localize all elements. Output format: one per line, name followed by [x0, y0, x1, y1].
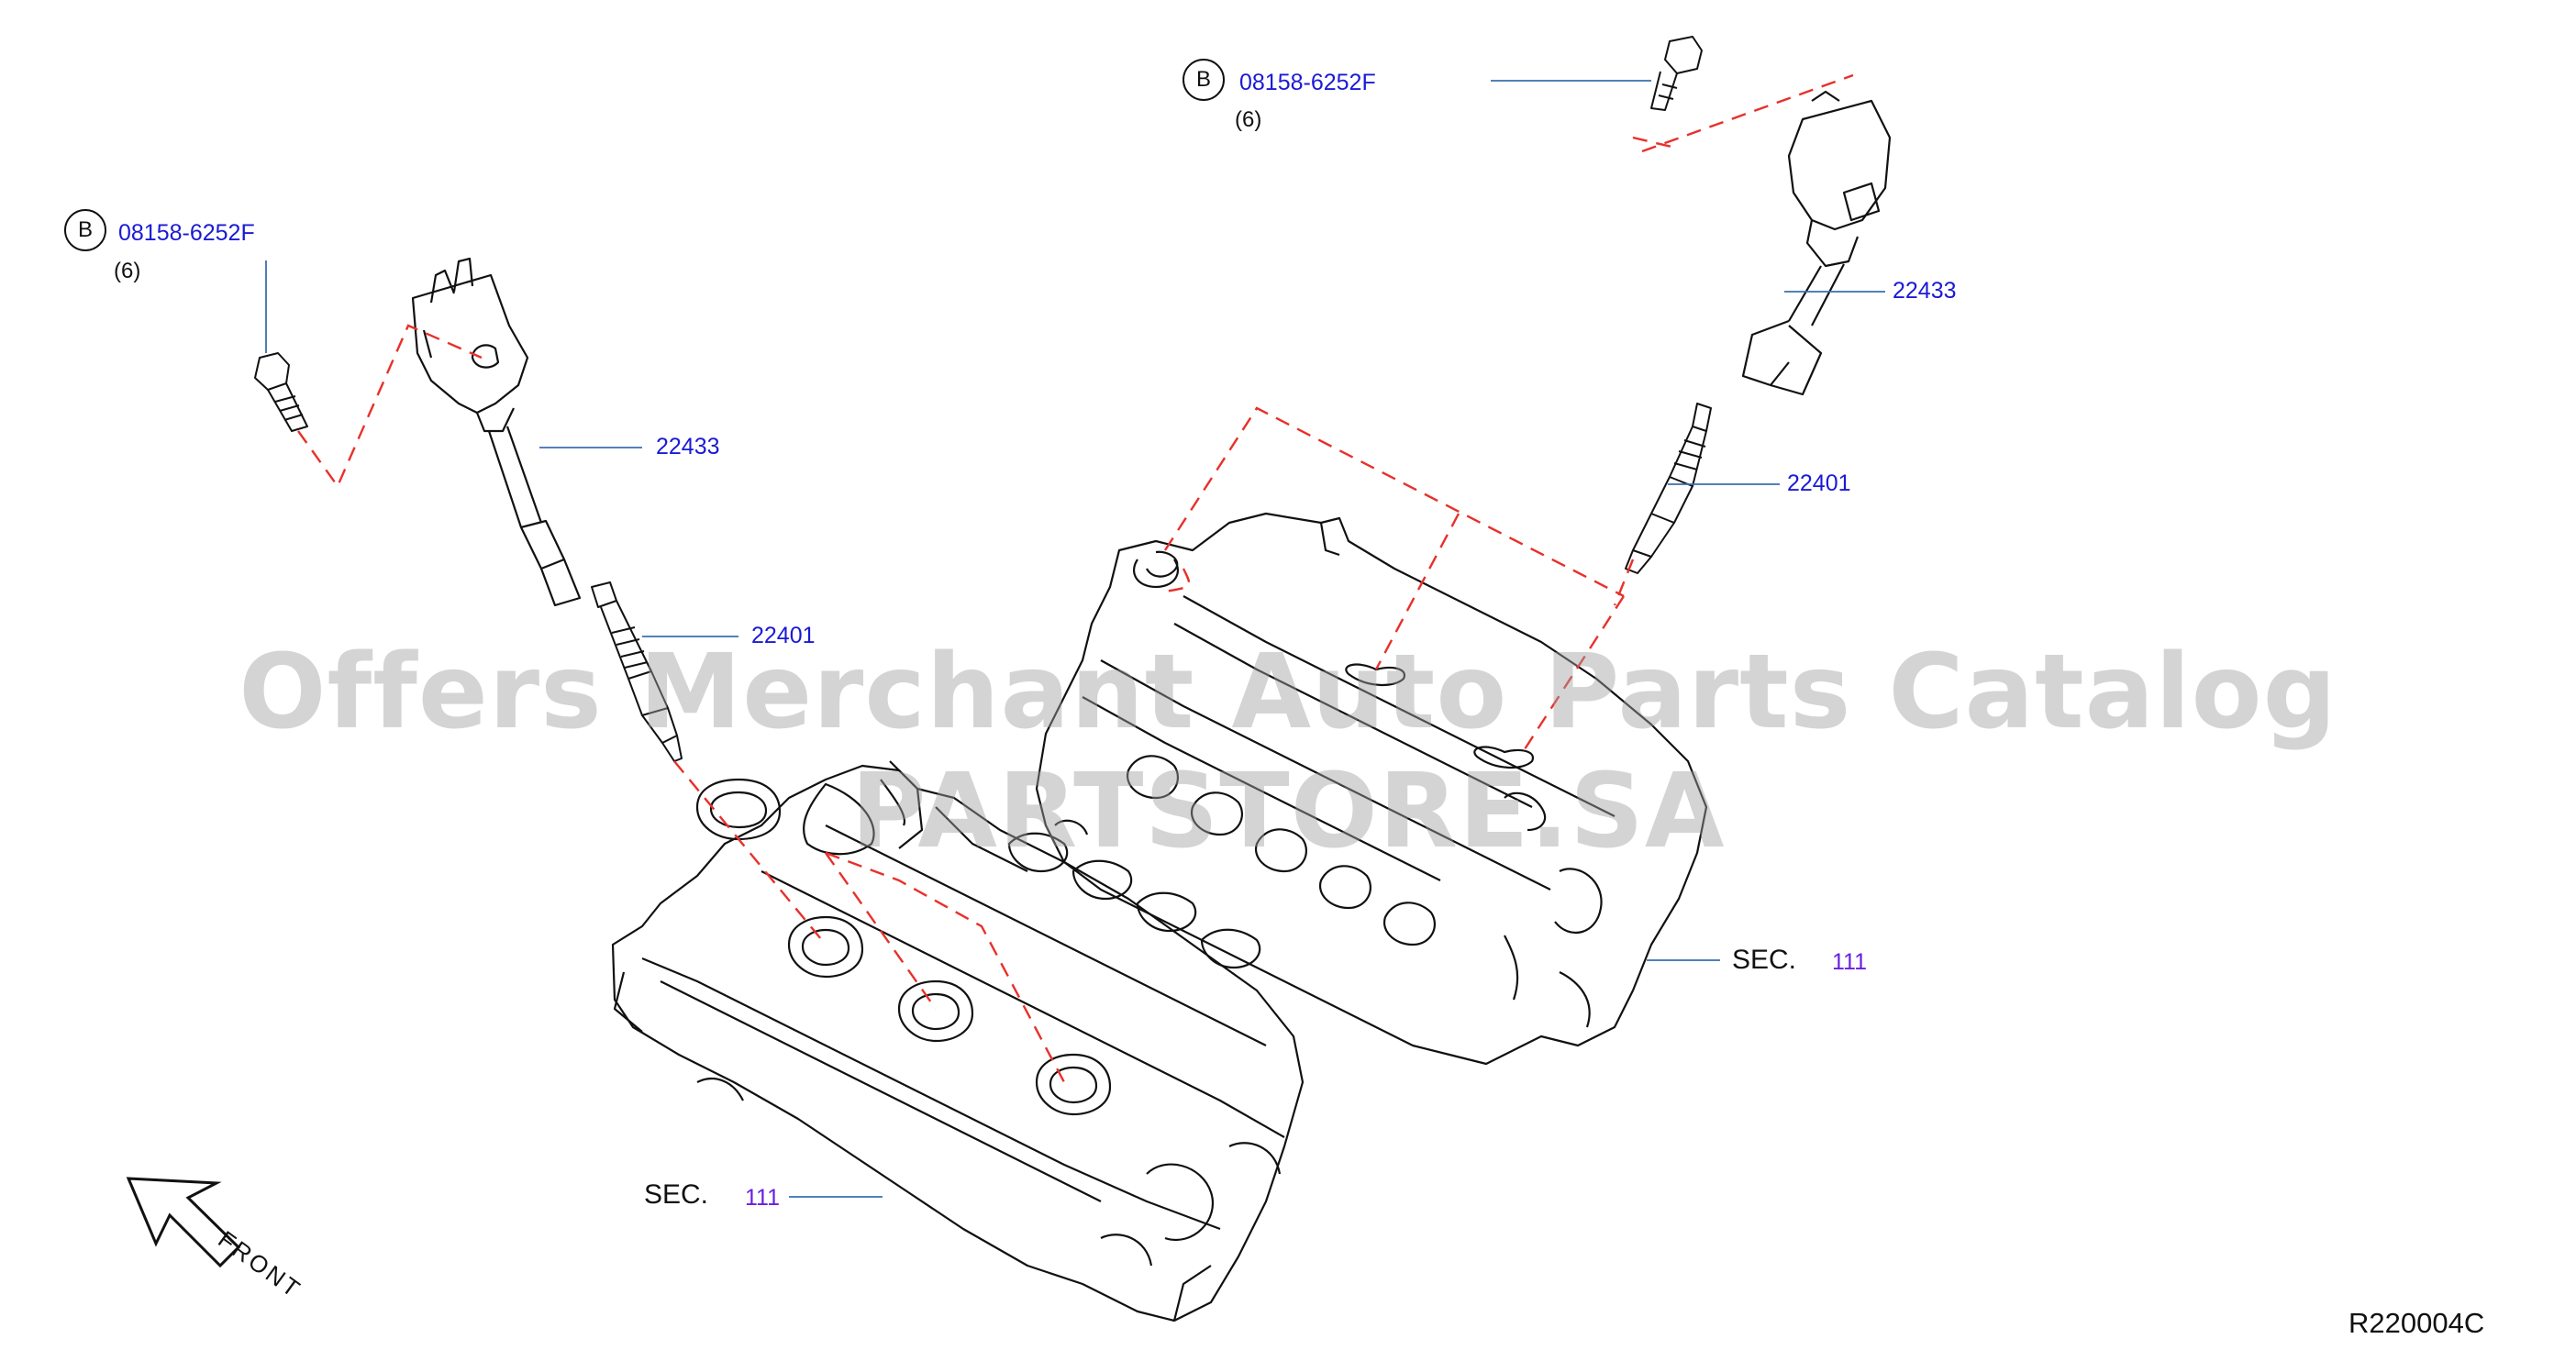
leader-lines	[265, 80, 1885, 1198]
left-bolt	[254, 352, 308, 432]
left-spark-plug	[591, 581, 683, 762]
dashed-guide-lines	[297, 73, 1854, 1083]
bolt-part-number-right[interactable]: 08158-6252F	[1239, 70, 1376, 95]
bolt-callout-marker-left: B	[64, 209, 106, 251]
ignition-coil-part-number-left[interactable]: 22433	[656, 434, 720, 459]
bolt-callout-marker-right: B	[1183, 59, 1225, 101]
section-label-right: SEC.	[1732, 945, 1797, 975]
spark-plug-part-number-left[interactable]: 22401	[751, 623, 816, 648]
left-ignition-coil	[411, 257, 582, 607]
bolt-part-number-left[interactable]: 08158-6252F	[118, 220, 255, 246]
right-cylinder-head	[1035, 512, 1708, 1066]
right-bolt	[1650, 36, 1703, 111]
section-label-left: SEC.	[644, 1179, 709, 1210]
right-spark-plug	[1625, 403, 1712, 574]
left-cylinder-head	[611, 760, 1305, 1322]
section-link-right[interactable]: 111	[1832, 949, 1868, 975]
spark-plug-part-number-right[interactable]: 22401	[1787, 470, 1851, 496]
front-arrow-icon	[126, 1177, 241, 1268]
bolt-qty-right: (6)	[1235, 107, 1262, 132]
section-link-left[interactable]: 111	[745, 1185, 781, 1211]
ignition-coil-part-number-right[interactable]: 22433	[1893, 278, 1957, 304]
diagram-code: R220004C	[2348, 1307, 2485, 1339]
right-ignition-coil	[1741, 90, 1892, 396]
bolt-qty-left: (6)	[114, 259, 141, 283]
